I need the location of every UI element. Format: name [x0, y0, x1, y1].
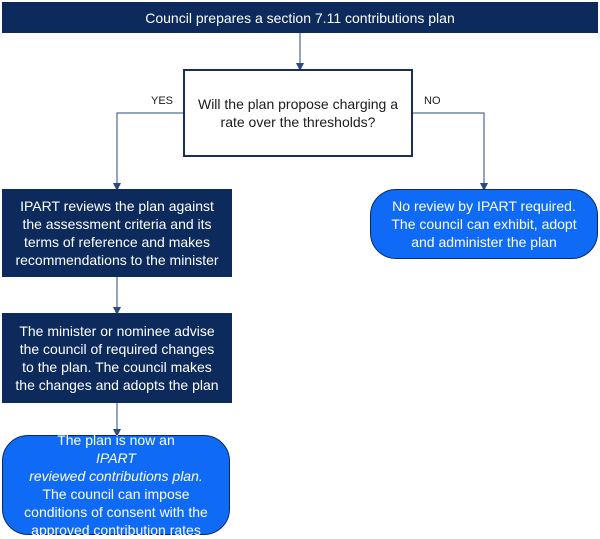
- ipart-review-box: IPART reviews the plan against the asses…: [2, 189, 232, 277]
- final-line-4: conditions of consent with the: [24, 504, 208, 520]
- no-review-line-1: No review by IPART required.: [392, 198, 576, 214]
- arrow-no-branch: [413, 112, 488, 191]
- ipart-line-2: the assessment criteria and its: [22, 216, 212, 232]
- minister-box: The minister or nominee advise the counc…: [2, 313, 232, 403]
- no-review-terminal: No review by IPART required. The council…: [370, 189, 598, 259]
- decision-line-1: Will the plan propose charging a: [197, 96, 398, 112]
- yes-label: YES: [151, 95, 174, 107]
- final-line-2: reviewed contributions plan.: [24, 467, 208, 485]
- minister-line-1: The minister or nominee advise: [19, 323, 215, 339]
- ipart-line-3: terms of reference and makes: [24, 234, 210, 250]
- decision-box: Will the plan propose charging a rate ov…: [183, 69, 413, 157]
- final-line-1-text: The plan is now an: [57, 432, 175, 448]
- ipart-line-4: recommendations to the minister: [15, 252, 219, 268]
- final-line-3: The council can impose: [42, 486, 190, 502]
- final-line-5: approved contribution rates: [31, 522, 201, 538]
- minister-line-3: to the plan. The council makes: [22, 359, 212, 375]
- final-line-1-em: IPART: [96, 450, 136, 466]
- start-box: Council prepares a section 7.11 contribu…: [2, 2, 598, 33]
- no-review-line-3: and administer the plan: [411, 234, 557, 250]
- final-terminal: The plan is now an IPART reviewed contri…: [2, 432, 230, 538]
- no-review-line-2: The council can exhibit, adopt: [391, 216, 577, 232]
- minister-line-4: the changes and adopts the plan: [15, 377, 219, 393]
- arrow-yes-branch: [113, 112, 183, 191]
- ipart-line-1: IPART reviews the plan against: [20, 198, 214, 214]
- final-line-2-em: reviewed contributions plan.: [29, 468, 203, 484]
- final-line-1: The plan is now an IPART: [24, 431, 208, 467]
- no-label: NO: [424, 95, 441, 107]
- start-text: Council prepares a section 7.11 contribu…: [145, 9, 455, 26]
- decision-line-2: rate over the thresholds?: [220, 114, 376, 130]
- minister-line-2: the council of required changes: [19, 341, 215, 357]
